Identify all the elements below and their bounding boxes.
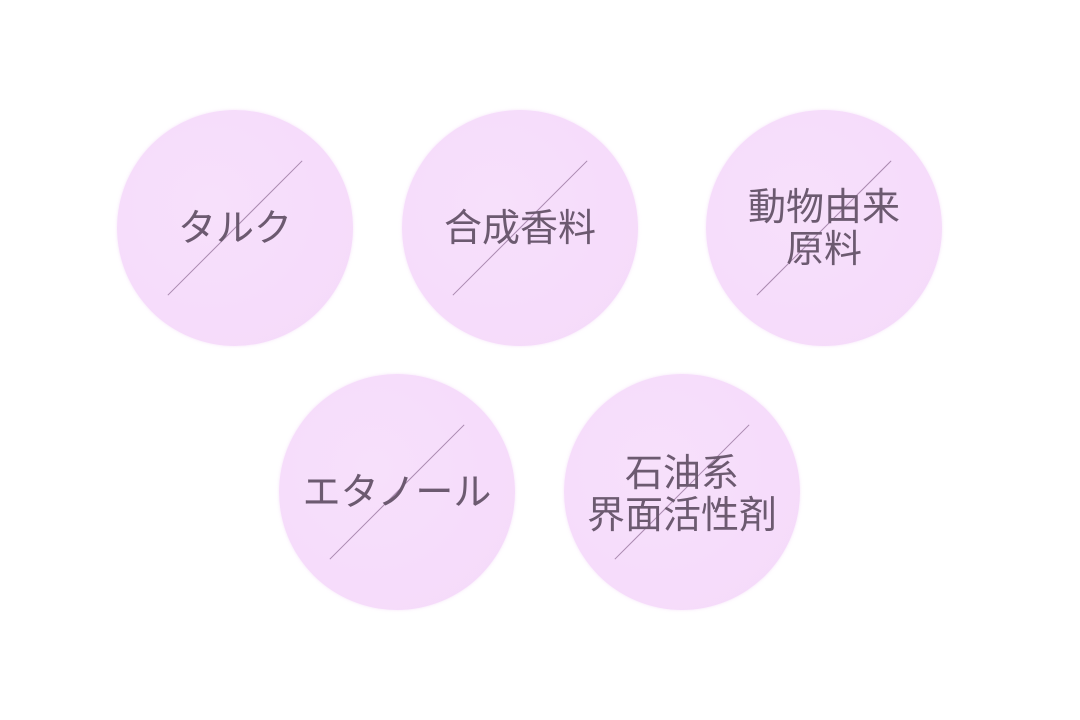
badge-ethanol: エタノール (279, 374, 515, 610)
badge-label: 石油系 界面活性剤 (564, 374, 800, 612)
badge-label: エタノール (279, 374, 515, 610)
badge-label-line: 原料 (785, 227, 862, 271)
badge-label: 合成香料 (402, 110, 638, 346)
badge-label-line: エタノール (302, 470, 492, 514)
badge-animal-derived: 動物由来 原料 (706, 110, 942, 346)
badge-petroleum-surfactant: 石油系 界面活性剤 (564, 374, 800, 610)
badge-label-line: タルク (177, 206, 292, 250)
badge-synthetic-fragrance: 合成香料 (402, 110, 638, 346)
badge-label-line: 石油系 (624, 451, 739, 495)
badge-label-line: 動物由来 (747, 185, 900, 229)
badge-label: 動物由来 原料 (706, 110, 942, 346)
badge-label: タルク (117, 110, 357, 346)
badge-talc: タルク (117, 110, 353, 346)
badge-label-line: 界面活性剤 (586, 493, 777, 537)
badge-label-line: 合成香料 (443, 206, 596, 250)
